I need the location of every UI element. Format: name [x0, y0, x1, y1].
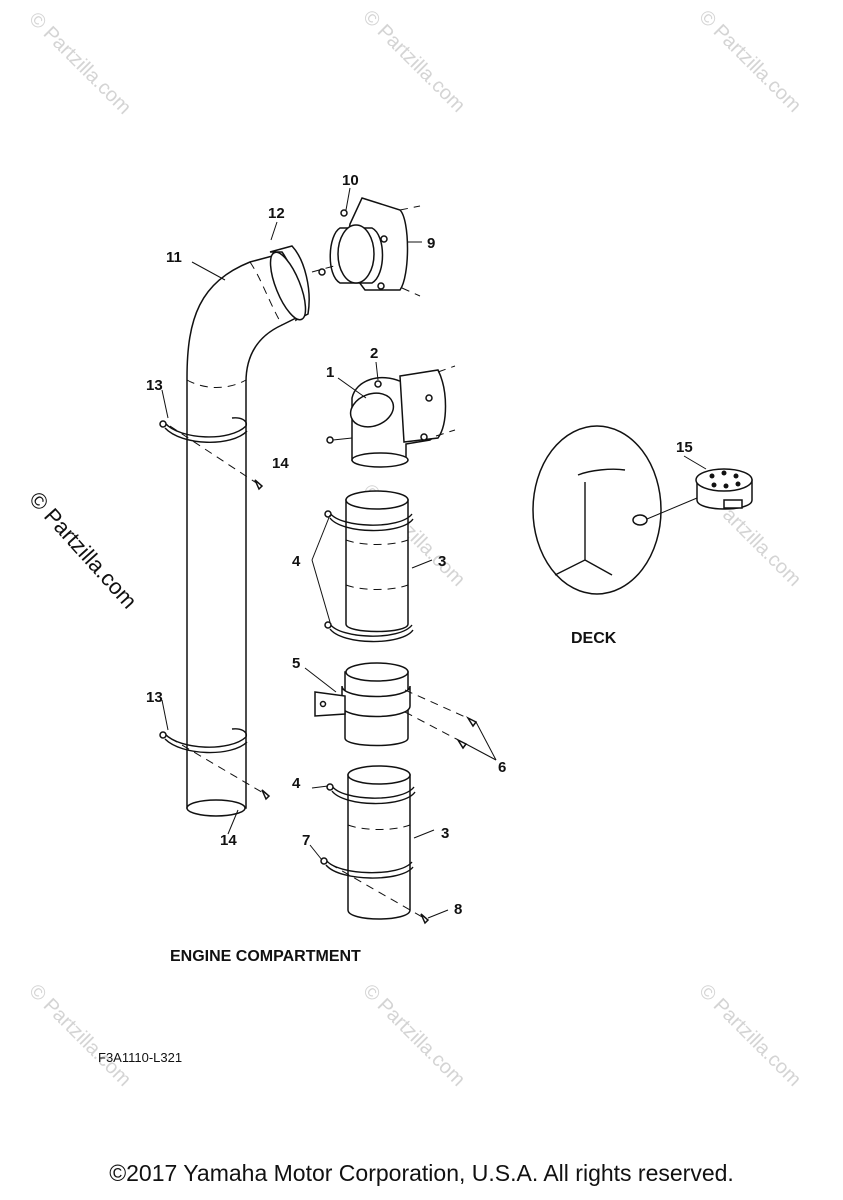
copyright-notice: ©2017 Yamaha Motor Corporation, U.S.A. A… [109, 1160, 734, 1186]
callout-14-upper: 14 [272, 455, 289, 472]
callout-12: 12 [268, 205, 285, 222]
watermark-dark: © Partzilla.com [24, 487, 142, 614]
callout-8: 8 [454, 901, 462, 918]
callout-3-lower: 3 [441, 825, 449, 842]
callout-2: 2 [370, 345, 378, 362]
watermark: © Partzilla.com [694, 6, 805, 117]
watermark-layer: © Partzilla.com © Partzilla.com © Partzi… [24, 6, 805, 1091]
callout-9: 9 [427, 235, 435, 252]
part-1-elbow [326, 365, 456, 468]
callout-6: 6 [498, 759, 506, 776]
callout-4-lower: 4 [292, 775, 301, 792]
callout-11: 11 [166, 249, 182, 266]
callout-10: 10 [342, 172, 359, 189]
part-13-clamp-upper [159, 417, 264, 491]
part-3-hose-upper [345, 490, 409, 633]
part-5-bracket-tube [314, 662, 478, 750]
callout-4-upper: 4 [292, 553, 301, 570]
callout-15: 15 [676, 439, 693, 456]
callout-13-upper: 13 [146, 377, 163, 394]
leader-lines [161, 187, 707, 919]
callout-14-lower: 14 [220, 832, 237, 849]
part-4-clamps-upper [324, 510, 414, 643]
watermark: © Partzilla.com [358, 980, 469, 1091]
watermark: © Partzilla.com [358, 6, 469, 117]
part-9-flange-duct [311, 197, 421, 297]
deck-detail [532, 425, 698, 595]
figure-code: F3A1110-L321 [98, 1050, 182, 1065]
part-3-hose-lower [320, 765, 430, 925]
watermark: © Partzilla.com [24, 8, 135, 119]
watermark: © Partzilla.com [694, 980, 805, 1091]
callout-3-upper: 3 [438, 553, 446, 570]
part-13-clamp-lower [159, 728, 271, 801]
callout-7: 7 [302, 832, 310, 849]
callout-13-lower: 13 [146, 689, 163, 706]
part-15-vent-cap [695, 468, 753, 510]
caption-engine-compartment: ENGINE COMPARTMENT [170, 948, 361, 965]
callout-1: 1 [326, 364, 334, 381]
watermark: © Partzilla.com [24, 980, 135, 1091]
callout-5: 5 [292, 655, 300, 672]
caption-deck: DECK [571, 630, 617, 647]
callouts: 10 12 9 11 2 1 13 14 15 4 3 5 13 6 4 3 1… [146, 172, 693, 918]
part-11-pipe [186, 245, 310, 817]
